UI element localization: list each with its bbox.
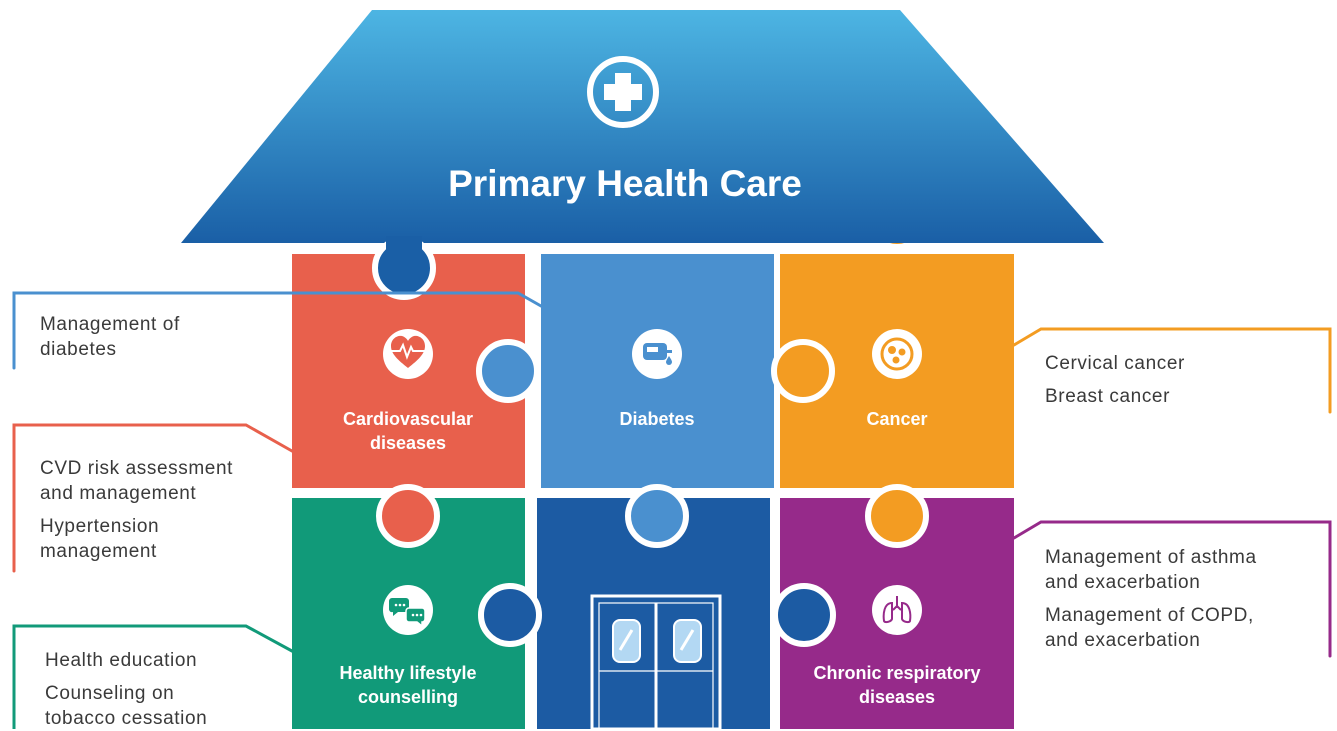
respiratory-label-line2: diseases <box>859 687 935 707</box>
cancer-callout-line <box>1012 327 1332 414</box>
cancer-label: Cancer <box>866 409 927 429</box>
diabetes-label: Diabetes <box>619 409 694 429</box>
cancer-cell-icon <box>872 329 922 379</box>
heart-pulse-icon <box>383 329 433 379</box>
glucose-meter-icon <box>632 329 682 379</box>
diabetes-bottom-tab <box>625 484 689 548</box>
cvd-callout-text: CVD risk assessment and management Hyper… <box>40 458 233 562</box>
door-right-tab <box>772 583 836 647</box>
cvd-callout-line <box>12 423 294 573</box>
lifestyle-label-line1: Healthy lifestyle <box>339 663 476 683</box>
roof-tab-cover <box>386 236 422 250</box>
respiratory-callout-line <box>1012 520 1332 658</box>
diabetes-left-tab <box>476 339 540 403</box>
cardiovascular-label-line2: diseases <box>370 433 446 453</box>
roof <box>181 10 1104 243</box>
speech-bubbles-icon <box>383 585 433 635</box>
cancer-bottom-tab <box>865 484 929 548</box>
lifestyle-label-line2: counselling <box>358 687 458 707</box>
diabetes-callout-line <box>12 291 543 370</box>
diabetes-callout-text: Management of diabetes <box>40 314 180 360</box>
cvd-bottom-tab <box>376 484 440 548</box>
lifestyle-callout-text: Health education Counseling on tobacco c… <box>45 650 208 729</box>
cardiovascular-label-line1: Cardiovascular <box>343 409 473 429</box>
lifestyle-callout-line <box>12 624 294 729</box>
cancer-left-tab <box>771 339 835 403</box>
respiratory-label-line1: Chronic respiratory <box>813 663 980 683</box>
plus-cross-icon <box>587 56 659 128</box>
page-title: Primary Health Care <box>448 163 802 204</box>
lungs-icon <box>872 585 922 635</box>
door <box>590 594 722 729</box>
door-left-tab <box>478 583 542 647</box>
respiratory-callout-text: Management of asthma and exacerbation Ma… <box>1045 547 1257 651</box>
cancer-callout-text: Cervical cancer Breast cancer <box>1045 353 1185 407</box>
